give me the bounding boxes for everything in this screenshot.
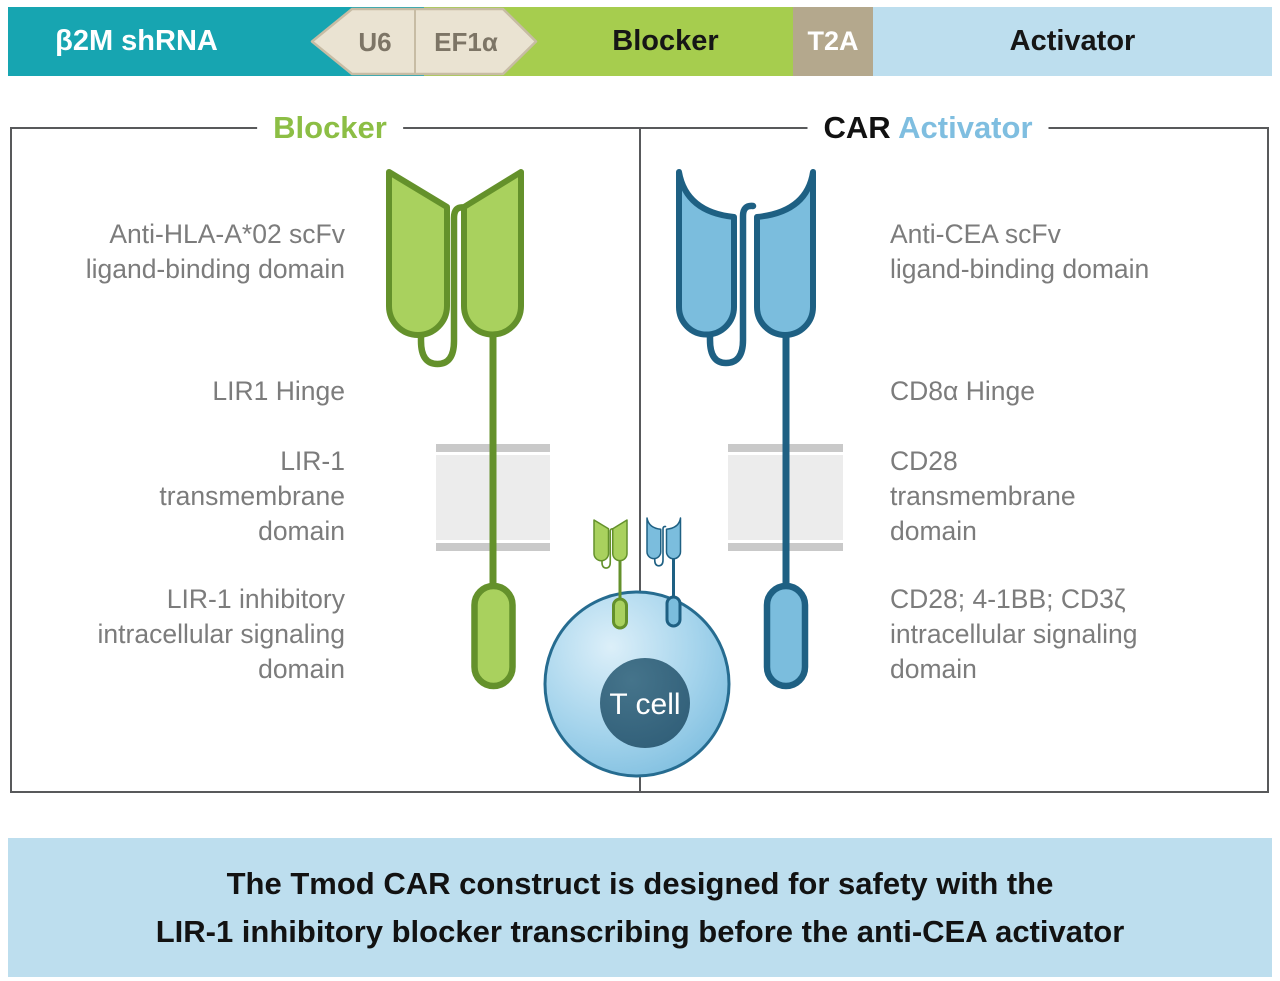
construct-bar: β2M shRNA U6 EF1α Blocker T2A Activator — [8, 7, 1272, 76]
car-title-part: CAR — [823, 110, 891, 145]
activator-hinge-label: CD8α Hinge — [890, 376, 1035, 406]
promoter-double-arrow: U6 EF1α — [310, 7, 538, 76]
blocker-scfv-label: Anti-HLA-A*02 scFv ligand-binding domain — [85, 219, 345, 284]
car-activator-panel-title: CAR Activator — [807, 108, 1049, 148]
segment-b2m-label: β2M shRNA — [55, 25, 218, 57]
figure-caption-text: The Tmod CAR construct is designed for s… — [155, 866, 1125, 949]
t-cell: T cell — [543, 590, 731, 778]
segment-blocker-label: Blocker — [612, 25, 719, 57]
segment-t2a-label: T2A — [807, 26, 859, 56]
mini-activator-receptor — [646, 517, 682, 628]
activator-scfv-label: Anti-CEA scFv ligand-binding domain — [890, 219, 1150, 284]
blocker-scfv-lobes — [389, 172, 521, 364]
t-cell-nucleus — [600, 658, 690, 748]
blocker-signaling-capsule — [471, 582, 516, 690]
figure-caption: The Tmod CAR construct is designed for s… — [8, 838, 1272, 977]
blocker-hinge-label: LIR1 Hinge — [212, 376, 345, 406]
activator-transmembrane-label: CD28 transmembrane domain — [890, 446, 1076, 546]
segment-u6-label: U6 — [358, 27, 391, 57]
segment-b2m-shrna: β2M shRNA — [8, 7, 310, 76]
blocker-transmembrane-label: LIR-1 transmembrane domain — [159, 446, 345, 546]
activator-scfv-lobes — [679, 172, 813, 363]
blocker-panel-title: Blocker — [257, 108, 403, 148]
segment-ef1a-label: EF1α — [434, 27, 498, 57]
activator-signaling-capsule — [763, 582, 809, 690]
mini-blocker-receptor — [593, 519, 628, 630]
segment-activator-label: Activator — [1009, 25, 1136, 57]
segment-promoters: U6 EF1α — [310, 7, 538, 76]
activator-title-part: Activator — [898, 110, 1033, 145]
blocker-signaling-label: LIR-1 inhibitory intracellular signaling… — [97, 584, 345, 684]
activator-signaling-label: CD28; 4-1BB; CD3ζ intracellular signalin… — [890, 584, 1138, 684]
receptor-diagram: T cell — [10, 129, 843, 792]
segment-blocker: Blocker — [538, 7, 793, 76]
segment-activator: Activator — [873, 7, 1272, 76]
segment-t2a: T2A — [793, 7, 873, 76]
blocker-receptor — [389, 172, 521, 690]
t-cell-label: T cell — [609, 688, 680, 721]
activator-receptor — [679, 172, 813, 690]
promoter-arrow-shape — [310, 7, 538, 76]
